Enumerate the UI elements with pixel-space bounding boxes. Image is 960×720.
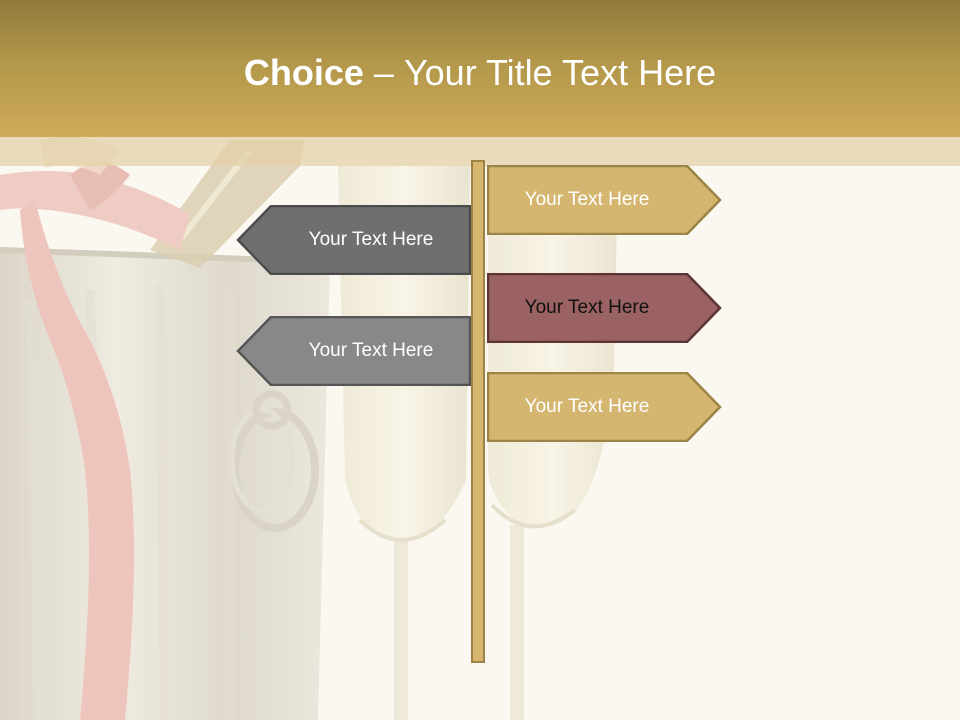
sign-left-2[interactable]: Your Text Here bbox=[236, 316, 471, 386]
title-bar bbox=[0, 0, 960, 137]
sign-label: Your Text Here bbox=[524, 189, 650, 210]
sign-arrow-shape bbox=[487, 165, 722, 235]
slide-title: Choice–Your Title Text Here bbox=[0, 52, 960, 94]
title-bold: Choice bbox=[243, 52, 364, 93]
sign-right-3[interactable]: Your Text Here bbox=[487, 372, 722, 442]
signpost-pole bbox=[471, 160, 485, 663]
sign-label: Your Text Here bbox=[308, 340, 434, 361]
sign-arrow-shape bbox=[236, 316, 471, 386]
title-separator: – bbox=[373, 52, 394, 93]
sign-label: Your Text Here bbox=[308, 229, 434, 250]
sign-left-1[interactable]: Your Text Here bbox=[236, 205, 471, 275]
sign-label: Your Text Here bbox=[524, 297, 650, 318]
title-text: Your Title Text Here bbox=[403, 52, 717, 93]
sign-arrow-shape bbox=[487, 273, 722, 343]
sign-arrow-shape bbox=[487, 372, 722, 442]
sign-arrow-shape bbox=[236, 205, 471, 275]
sign-right-1[interactable]: Your Text Here bbox=[487, 165, 722, 235]
sign-label: Your Text Here bbox=[524, 396, 650, 417]
sign-right-2[interactable]: Your Text Here bbox=[487, 273, 722, 343]
